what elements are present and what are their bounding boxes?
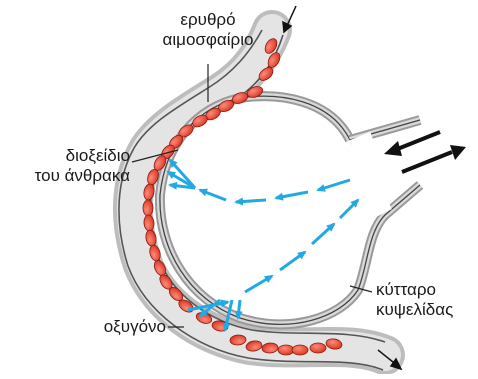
label-red-blood-cell: ερυθρό αιμοσφαίριο (148, 10, 268, 50)
red-blood-cell (143, 200, 153, 216)
label-alveolus-cell-line1: κύτταρο (376, 280, 472, 300)
label-red-blood-cell-line1: ερυθρό (148, 10, 268, 30)
gas-arrow (236, 200, 266, 202)
label-alveolus-cell-line2: κυψελίδας (376, 300, 472, 320)
label-red-blood-cell-line2: αιμοσφαίριο (148, 30, 268, 50)
label-oxygen: οξυγόνο (58, 317, 166, 337)
label-oxygen-line1: οξυγόνο (58, 317, 166, 337)
airflow-arrows (384, 132, 466, 172)
label-carbon-dioxide-line1: διοξείδιο (12, 146, 130, 166)
label-carbon-dioxide: διοξείδιο του άνθρακα (12, 146, 130, 186)
gas-arrow (238, 300, 240, 318)
label-alveolus-cell: κύτταρο κυψελίδας (376, 280, 472, 320)
label-carbon-dioxide-line2: του άνθρακα (12, 166, 130, 186)
red-blood-cell (310, 343, 326, 353)
airflow-out-arrow (402, 145, 466, 172)
red-blood-cell (292, 345, 308, 355)
airflow-in-arrow (384, 132, 440, 156)
